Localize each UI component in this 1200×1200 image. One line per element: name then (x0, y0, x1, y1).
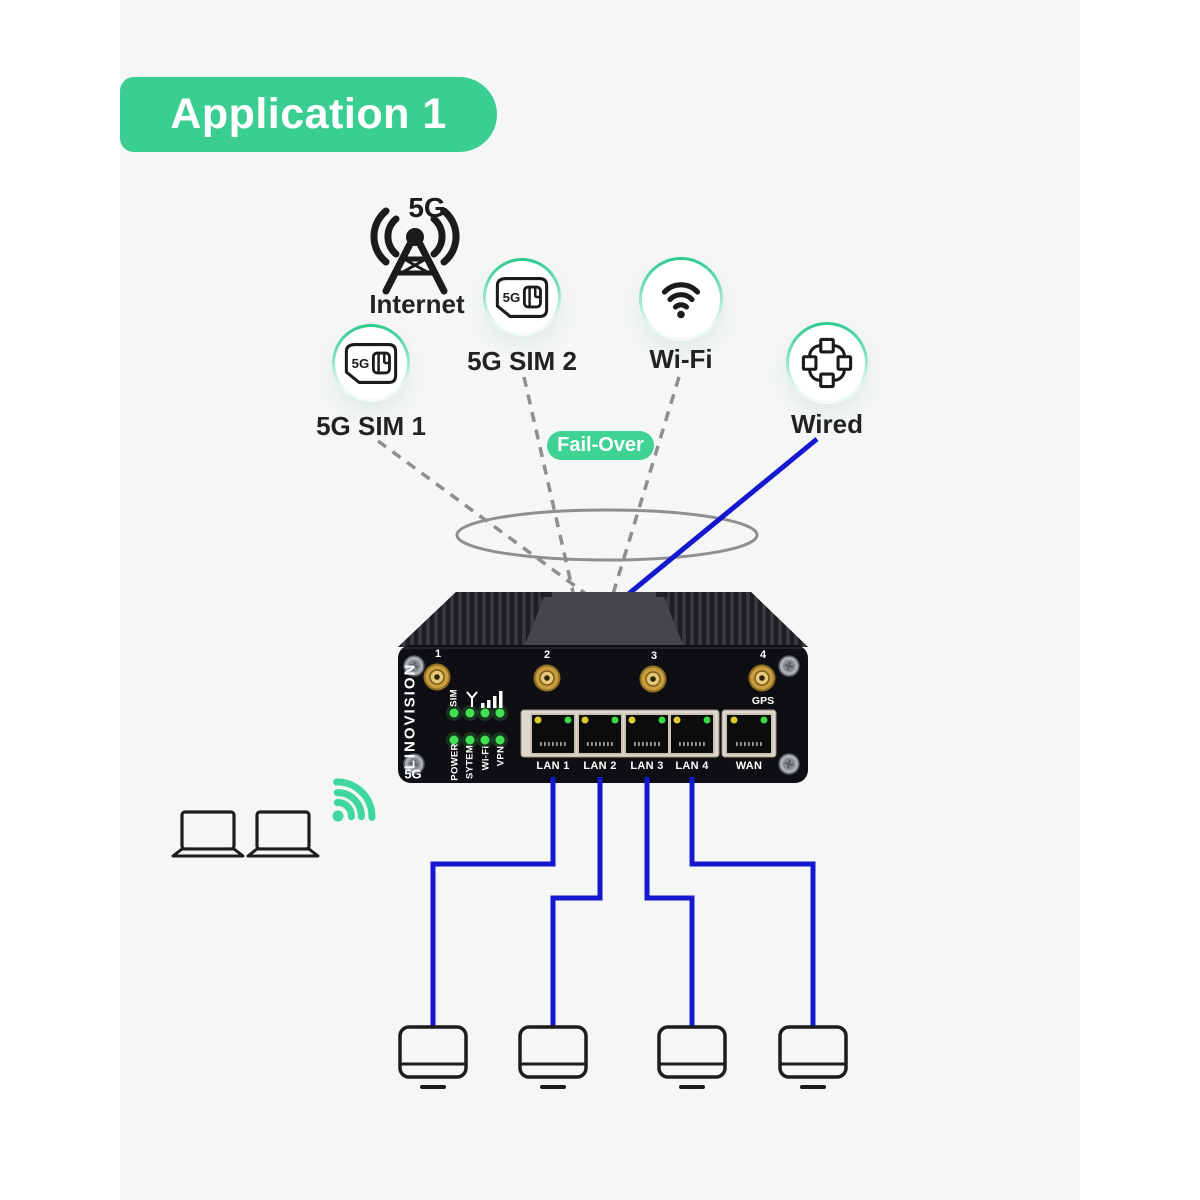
internet-label: Internet (369, 289, 465, 319)
led-indicators (446, 705, 508, 748)
sim-card-icon: 5G (495, 276, 549, 318)
monitor-icon (778, 1025, 848, 1089)
port-label-lan1: LAN 1 (536, 760, 570, 772)
node-label-wired: Wired (791, 409, 863, 439)
port-label-lan4: LAN 4 (675, 760, 709, 772)
ethernet-ports (520, 709, 777, 758)
coverage-ellipse (455, 508, 759, 562)
banner: Application 1 (120, 77, 497, 152)
antenna-label-3: 3 (650, 650, 658, 662)
lan-port (624, 713, 670, 755)
cable-lan1 (430, 777, 556, 1026)
port-label-wan: WAN (735, 760, 763, 772)
wired-network-icon (801, 337, 853, 389)
wan-port (721, 709, 777, 758)
failover-badge: Fail-Over (547, 431, 654, 460)
led-label-wifi: Wi-Fi (480, 745, 492, 771)
node-wired (786, 322, 868, 404)
antenna-label-1: 1 (434, 648, 442, 660)
router-brand: LINOVISION (401, 662, 419, 770)
antenna-connectors (423, 663, 776, 693)
cable-lan3 (644, 777, 695, 1026)
banner-label: Application 1 (170, 90, 447, 138)
lan-port (669, 713, 715, 755)
laptop-icon (246, 810, 320, 858)
port-label-lan2: LAN 2 (583, 760, 617, 772)
router-5g-logo: 5G (404, 766, 422, 782)
lan-port (577, 713, 623, 755)
cable-lan2 (550, 777, 603, 1026)
led-label-power: POWER (449, 743, 461, 781)
screw-icon (403, 655, 800, 775)
lan-port (530, 713, 576, 755)
node-label-sim2: 5G SIM 2 (467, 346, 577, 376)
sim-card-5g-text: 5G (503, 289, 521, 304)
monitor-icon (657, 1025, 727, 1089)
wifi-icon (661, 282, 701, 319)
link-sim2 (522, 376, 575, 593)
laptop-icon (171, 810, 245, 858)
link-wifi (611, 376, 681, 595)
wifi-beacon-icon (332, 778, 376, 822)
node-label-sim1: 5G SIM 1 (316, 411, 426, 441)
antenna-label-4: 4 (759, 649, 767, 661)
node-wifi (639, 257, 723, 341)
cell-tower-icon (370, 207, 460, 295)
tower-badge-5g: 5G (408, 192, 446, 223)
sim-card-5g-text: 5G (352, 355, 370, 370)
led-label-sim: SIM (448, 689, 460, 707)
gps-label: GPS (751, 695, 775, 707)
sim-card-icon: 5G (344, 342, 398, 384)
node-label-wifi: Wi-Fi (649, 344, 713, 374)
router-device (398, 592, 808, 783)
antenna-label-2: 2 (543, 649, 551, 661)
cable-lan4 (689, 777, 816, 1026)
led-label-system: SYTEM (464, 744, 476, 780)
node-sim2: 5G (483, 258, 561, 336)
monitor-icon (518, 1025, 588, 1089)
signal-bars-icon (466, 691, 503, 708)
monitor-icon (398, 1025, 468, 1089)
link-wired (624, 437, 819, 598)
led-label-vpn: VPN (495, 745, 507, 767)
node-sim1: 5G (332, 324, 410, 402)
port-label-lan3: LAN 3 (630, 760, 664, 772)
link-sim1 (376, 439, 588, 596)
